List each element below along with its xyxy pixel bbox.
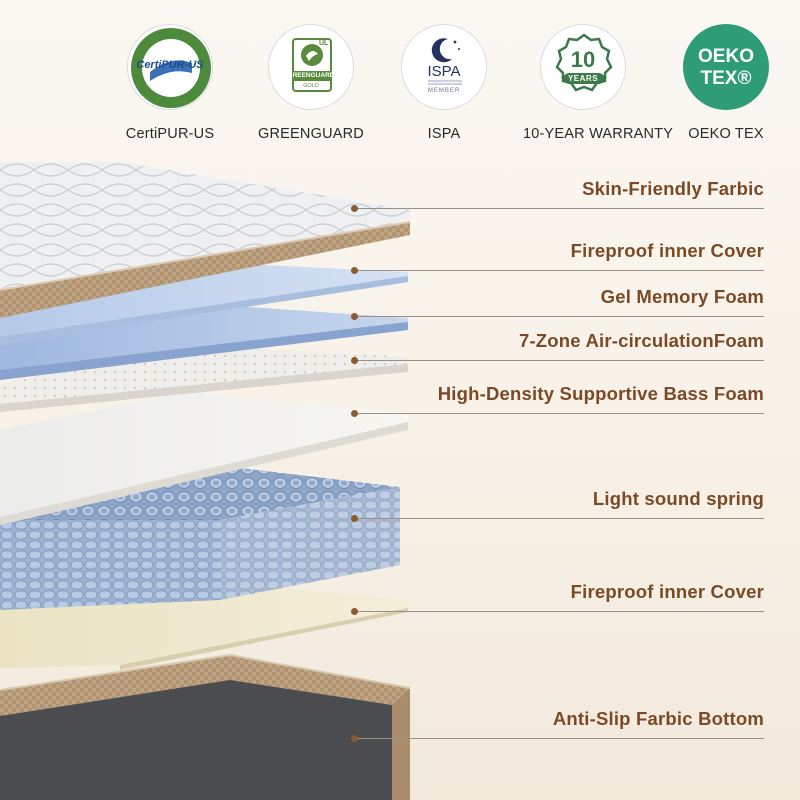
- badge-warranty: 10 YEARS 10-YEAR WARRANTY: [523, 24, 674, 142]
- callout-fireproof-cover-lower: Fireproof inner Cover: [351, 581, 764, 615]
- leader-dot: [351, 205, 358, 212]
- layer-label: Skin-Friendly Farbic: [582, 178, 764, 199]
- quilted-fabric-layer: [0, 162, 411, 318]
- warranty-years-number: 10: [570, 47, 596, 72]
- certification-badges: CertiPUR-US CertiPUR-US UL GREENGUARD GO…: [0, 0, 800, 150]
- layer-label: Light sound spring: [592, 488, 764, 509]
- layer-label: Anti-Slip Farbic Bottom: [552, 708, 764, 729]
- oeko-seal-text: OEKO: [698, 46, 754, 67]
- badge-label: ISPA: [427, 126, 461, 142]
- certipur-us-seal-icon: CertiPUR-US: [127, 24, 213, 110]
- greenguard-gold-text: GOLD: [303, 83, 319, 89]
- leader-dot: [351, 267, 358, 274]
- ispa-seal-text: ISPA: [427, 63, 461, 80]
- warranty-years-text: YEARS: [567, 74, 599, 83]
- callout-gel-memory-foam: Gel Memory Foam: [351, 286, 764, 320]
- leader-line: [354, 360, 764, 361]
- leader-dot: [351, 313, 358, 320]
- layer-label: 7-Zone Air-circulationFoam: [518, 330, 764, 351]
- leader-line: [354, 611, 764, 612]
- tex-seal-text: TEX®: [700, 68, 752, 89]
- callout-light-sound-spring: Light sound spring: [351, 488, 764, 522]
- badge-label: GREENGUARD: [258, 126, 364, 142]
- support-foam-layer: [0, 392, 408, 525]
- layer-label: Fireproof inner Cover: [570, 240, 764, 261]
- badge-label: CertiPUR-US: [125, 126, 215, 142]
- leader-dot: [351, 515, 358, 522]
- badge-certipur: CertiPUR-US CertiPUR-US: [110, 24, 230, 142]
- oeko-tex-seal-icon: OEKO TEX®: [683, 24, 769, 110]
- layer-label: Fireproof inner Cover: [570, 581, 764, 602]
- leader-dot: [351, 410, 358, 417]
- leader-line: [354, 738, 764, 739]
- warranty-seal-icon: 10 YEARS: [540, 24, 626, 110]
- leader-line: [354, 413, 764, 414]
- layer-label: Gel Memory Foam: [600, 286, 764, 307]
- badge-label: OEKO TEX: [688, 126, 764, 142]
- leader-dot: [351, 357, 358, 364]
- badge-greenguard: UL GREENGUARD GOLD GREENGUARD: [251, 24, 371, 142]
- leader-line: [354, 208, 764, 209]
- anti-slip-bottom-layer: [0, 653, 411, 800]
- ispa-seal-icon: ISPA MEMBER: [401, 24, 487, 110]
- leader-line: [354, 316, 764, 317]
- badge-oeko-tex: OEKO TEX® OEKO TEX: [666, 24, 786, 142]
- callout-air-circulation-foam: 7-Zone Air-circulationFoam: [351, 330, 764, 364]
- callout-anti-slip-bottom: Anti-Slip Farbic Bottom: [351, 708, 764, 742]
- leader-line: [354, 518, 764, 519]
- certipur-seal-text: CertiPUR-US: [136, 59, 204, 71]
- leader-line: [354, 270, 764, 271]
- greenguard-seal-icon: UL GREENGUARD GOLD: [268, 24, 354, 110]
- badge-ispa: ISPA MEMBER ISPA: [384, 24, 504, 142]
- leader-dot: [351, 735, 358, 742]
- badge-label: 10-YEAR WARRANTY: [523, 126, 674, 142]
- callout-support-foam: High-Density Supportive Bass Foam: [351, 383, 764, 417]
- greenguard-seal-text: GREENGUARD: [287, 72, 335, 79]
- ispa-member-text: MEMBER: [427, 88, 461, 94]
- callout-skin-friendly-fabric: Skin-Friendly Farbic: [351, 178, 764, 212]
- leader-dot: [351, 608, 358, 615]
- callout-fireproof-cover-upper: Fireproof inner Cover: [351, 240, 764, 274]
- layer-label: High-Density Supportive Bass Foam: [437, 383, 764, 404]
- ul-mark-text: UL: [319, 40, 329, 47]
